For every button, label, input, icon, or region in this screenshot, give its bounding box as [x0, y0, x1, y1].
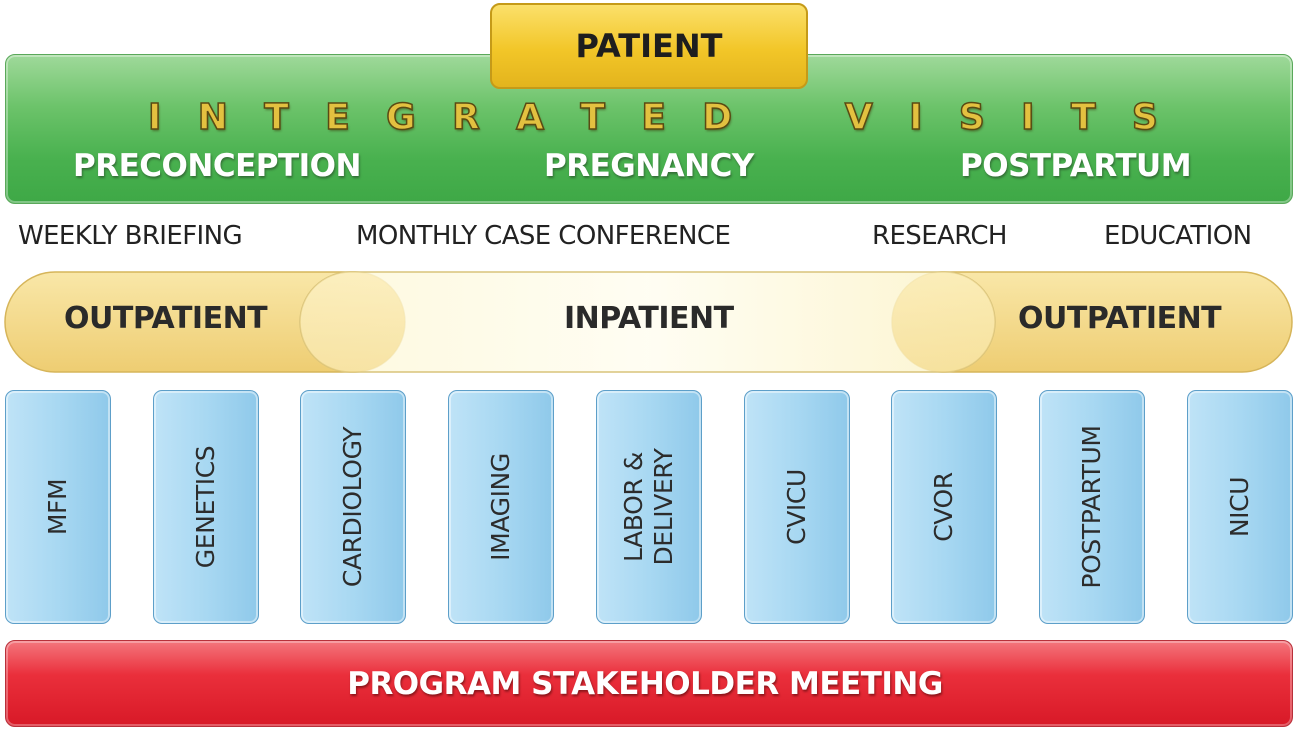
department-postpartum: POSTPARTUM [1039, 390, 1145, 624]
care-setting-ellipses [4, 271, 1293, 373]
department-cvicu: CVICU [744, 390, 850, 624]
integrated-visits-title: I N T E G R A T E D V I S I T S [147, 96, 1158, 140]
title-letter: E [324, 97, 350, 138]
department-label-line: CVOR [929, 472, 958, 542]
department-imaging: IMAGING [448, 390, 554, 624]
patient-box: PATIENT [490, 3, 808, 89]
meeting-weekly-briefing: WEEKLY BRIEFING [18, 221, 243, 251]
department-label: GENETICS [191, 446, 221, 568]
title-letter: E [641, 97, 667, 138]
title-letter: T [264, 97, 290, 138]
department-label-line: DELIVERY [649, 448, 678, 566]
overlap-left [300, 272, 405, 372]
phase-postpartum: POSTPARTUM [960, 148, 1192, 184]
department-cvor: CVOR [891, 390, 997, 624]
department-label-line: NICU [1225, 476, 1254, 538]
title-letter: S [1131, 97, 1158, 138]
department-labor-delivery: LABOR & DELIVERY [596, 390, 702, 624]
title-letter: I [908, 97, 923, 138]
title-letter: I [1020, 97, 1035, 138]
title-letter: R [451, 97, 480, 138]
title-letter: A [515, 97, 545, 138]
title-letter: D [702, 97, 733, 138]
title-letter: G [385, 97, 416, 138]
title-letter: T [580, 97, 606, 138]
department-label-line: GENETICS [191, 445, 220, 569]
department-label-line: MFM [43, 478, 72, 536]
department-label: LABOR & DELIVERY [619, 448, 679, 565]
department-label: CVICU [782, 469, 812, 545]
title-letter: V [844, 97, 873, 138]
title-letter: T [1070, 97, 1096, 138]
title-letter: S [958, 97, 985, 138]
department-label: NICU [1225, 477, 1255, 537]
meeting-education: EDUCATION [1104, 221, 1252, 251]
department-nicu: NICU [1187, 390, 1293, 624]
phase-preconception: PRECONCEPTION [73, 148, 361, 184]
overlap-right [892, 272, 995, 372]
title-letter: N [197, 97, 229, 138]
title-letter: I [147, 97, 162, 138]
department-label: IMAGING [486, 453, 516, 561]
department-label: CVOR [929, 472, 959, 542]
department-label-line: POSTPARTUM [1077, 425, 1106, 589]
program-stakeholder-meeting-bar: PROGRAM STAKEHOLDER MEETING [5, 640, 1293, 727]
meeting-research: RESEARCH [872, 221, 1007, 251]
department-label-line: IMAGING [486, 453, 515, 561]
department-label-line: CVICU [782, 469, 811, 545]
outpatient-right-label: OUTPATIENT [1018, 301, 1222, 336]
department-label: MFM [43, 479, 73, 535]
department-label-line: CARDIOLOGY [338, 426, 367, 588]
phase-pregnancy: PREGNANCY [544, 148, 754, 184]
outpatient-left-label: OUTPATIENT [64, 301, 268, 336]
inpatient-label: INPATIENT [564, 301, 734, 336]
department-genetics: GENETICS [153, 390, 259, 624]
meeting-monthly-case-conference: MONTHLY CASE CONFERENCE [356, 221, 731, 251]
department-cardiology: CARDIOLOGY [300, 390, 406, 624]
department-mfm: MFM [5, 390, 111, 624]
department-label: POSTPARTUM [1077, 425, 1107, 588]
department-label-line: LABOR & [619, 452, 648, 563]
department-label: CARDIOLOGY [338, 427, 368, 587]
